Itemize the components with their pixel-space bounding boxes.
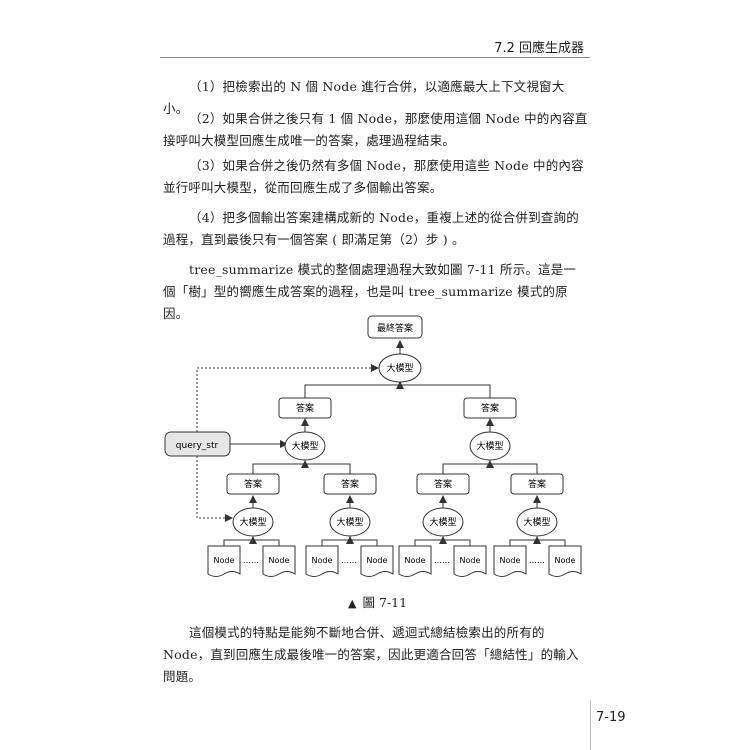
node-label: Node [555, 556, 576, 565]
answer-label: 答案 [528, 478, 546, 490]
model-label: 大模型 [239, 516, 266, 528]
ellipsis-label: …… [529, 556, 545, 565]
final-answer-box [367, 315, 423, 339]
figure-caption: ▲ 圖 7-11 [348, 592, 407, 611]
header-divider [160, 57, 590, 58]
node-label: Node [460, 556, 481, 565]
model-label: 大模型 [476, 440, 503, 452]
model-label: 大模型 [386, 362, 413, 374]
node-doc [398, 545, 432, 577]
header-title: 7.2 回應生成器 [494, 41, 584, 56]
answer-box-l3-1 [226, 473, 280, 495]
answer-box-l2-right [463, 397, 517, 419]
node-label: Node [312, 556, 333, 565]
node-label: Node [367, 556, 388, 565]
ellipsis-label: …… [434, 556, 450, 565]
ellipsis-label: …… [341, 556, 357, 565]
answer-label: 答案 [434, 478, 452, 490]
model-label: 大模型 [523, 516, 550, 528]
node-doc [360, 545, 394, 577]
node-label: Node [269, 556, 290, 565]
caption-marker: ▲ [348, 597, 357, 610]
answer-box-l3-4 [510, 473, 564, 495]
model-node-top [378, 353, 422, 383]
node-doc [207, 545, 241, 577]
model-node-l3-4 [516, 507, 558, 537]
caption-text: 圖 7-11 [362, 595, 408, 610]
answer-label: 答案 [481, 402, 499, 414]
answer-box-l3-2 [323, 473, 377, 495]
final-answer-label: 最終答案 [377, 322, 413, 334]
answer-box-l2-left [278, 397, 332, 419]
query-label: query_str [176, 441, 219, 451]
node-doc [453, 545, 487, 577]
paragraph-step-4: （4）把多個輸出答案建構成新的 Node，重複上述的從合併到查詢的過程，直到最後… [163, 210, 579, 247]
model-node-l2-left [284, 431, 326, 461]
page-number-divider [590, 700, 591, 750]
model-label: 大模型 [336, 516, 363, 528]
ellipsis-label: …… [243, 556, 259, 565]
node-doc [493, 545, 527, 577]
node-doc [262, 545, 296, 577]
model-label: 大模型 [291, 440, 318, 452]
answer-label: 答案 [341, 478, 359, 490]
paragraph-step-1: （1）把檢索出的 N 個 Node 進行合併，以適應最大上下文視窗大小。 [163, 79, 565, 116]
node-doc [548, 545, 582, 577]
answer-box-l3-3 [416, 473, 470, 495]
model-node-l3-3 [422, 507, 464, 537]
node-label: Node [214, 556, 235, 565]
node-doc [305, 545, 339, 577]
answer-label: 答案 [244, 478, 262, 490]
paragraph-step-2: （2）如果合併之後只有 1 個 Node，那麼使用這個 Node 中的內容直接呼… [163, 111, 588, 148]
paragraph-step-3: （3）如果合併之後仍然有多個 Node，那麼使用這些 Node 中的內容並行呼叫… [163, 158, 584, 195]
model-node-l3-2 [329, 507, 371, 537]
paragraph-intro-figure: tree_summarize 模式的整個處理過程大致如圖 7-11 所示。這是一… [163, 262, 577, 321]
model-node-l3-1 [232, 507, 274, 537]
model-label: 大模型 [429, 516, 456, 528]
query-box [164, 431, 231, 457]
node-label: Node [405, 556, 426, 565]
paragraph-conclusion: 這個模式的特點是能夠不斷地合併、遞迴式總結檢索出的所有的 Node，直到回應生成… [163, 625, 579, 684]
model-node-l2-right [469, 431, 511, 461]
page-number: 7-19 [596, 710, 626, 725]
node-label: Node [500, 556, 521, 565]
answer-label: 答案 [296, 402, 314, 414]
